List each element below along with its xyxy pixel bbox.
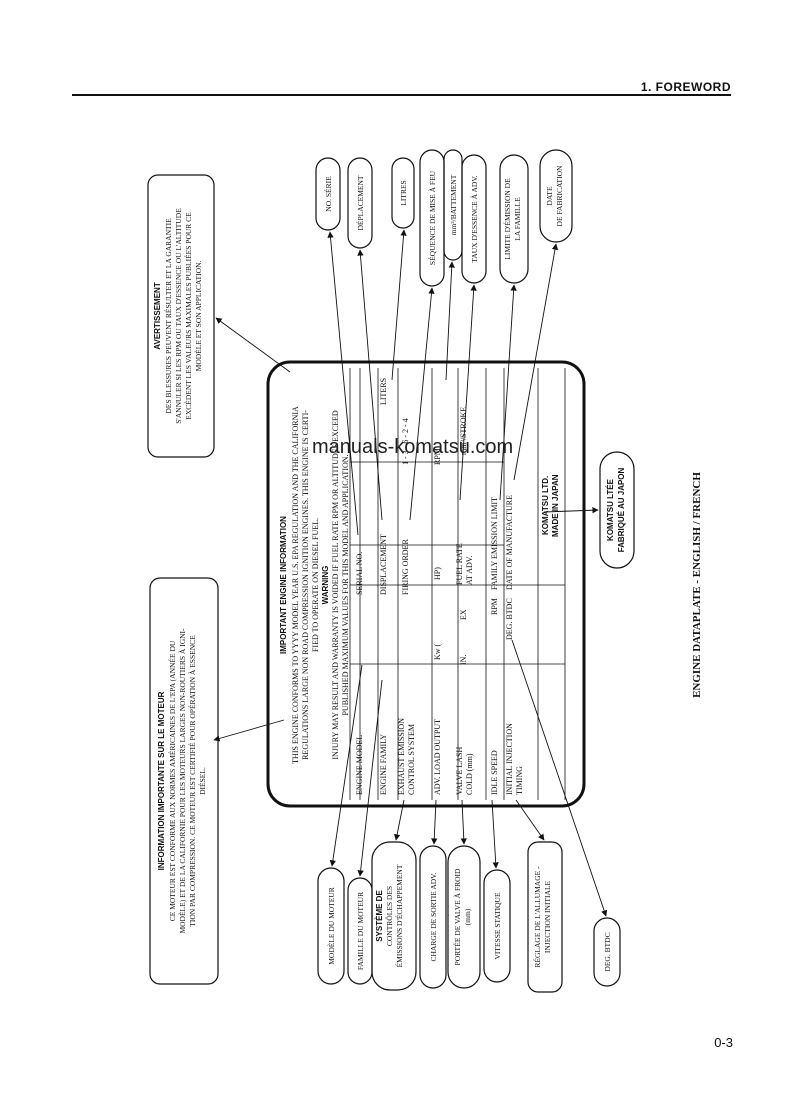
plate-line-3: FIED TO OPERATE ON DIESEL FUEL. [311,518,320,652]
callout-no-serie: NO. SÉRIE [315,157,341,231]
taux-label: TAUX D'ESSENCE À ADV. [469,175,479,262]
plate-firing-order-label: FIRING ORDER [401,539,410,595]
famille-label: FAMILLE DU MOTEUR [356,892,365,970]
callout-taux: TAUX D'ESSENCE À ADV. [461,154,487,284]
plate-engine-model-label: ENGINE MODEL [355,735,364,795]
plate-date-manufacture-label: DATE OF MANUFACTURE [505,495,514,590]
plate-rpm-label: RPM [433,448,442,465]
header-rule [72,94,731,96]
limite-line-1: LIMITE D'ÉMISSION DE [502,178,512,260]
info-line-2: MODÈLE) ET DE LA CALIFORNIE POUR LES MOT… [177,628,187,934]
avert-title: AVERTISSEMENT [153,282,162,350]
plate-brand-line-1: KOMATSU LTD. [541,476,550,535]
date-line-1: DATE [545,186,554,206]
callout-deplacement: DÉPLACEMENT [347,157,373,249]
plate-idle-rpm-label: RPM [490,598,499,615]
plate-stroke-unit-label: mm³/STROKE [459,407,468,455]
dataplate-grid [349,368,566,800]
callout-limite: LIMITE D'ÉMISSION DE LA FAMILLE [499,154,529,284]
callout-portee: PORTÉE DE VALVE À FROID (mm) [447,845,481,989]
avert-line-2: S'ANNULER SI LES RPM OU TAUX D'ESSENCE O… [174,208,183,424]
sequence-label: SÉQUENCE DE MISE À FEU [427,170,437,265]
plate-in-label: IN. [459,655,468,665]
reglage-line-1: RÉGLAGE DE L'ALLUMAGE - [532,866,542,968]
plate-engine-family-label: ENGINE FAMILY [379,734,388,795]
charge-label: CHARGE DE SORTIE ADV. [429,872,438,961]
plate-adv-load-label: ADV. LOAD OUTPUT [433,719,442,795]
callout-course: mm³/BATTEMENT [443,149,463,261]
plate-warning-line-2: PUBLISHED MAXIMUM VALUES FOR THIS MODEL … [341,454,350,715]
callout-avertissement: AVERTISSEMENT DES BLESSURES PEUVENT RÉSU… [147,174,215,458]
figure-caption: ENGINE DATAPLATE - ENGLISH / FRENCH [691,472,703,698]
plate-title: IMPORTANT ENGINE INFORMATION [279,516,288,654]
plate-line-1: THIS ENGINE CONFORMS TO YYYY MODEL YEAR … [291,406,300,764]
date-line-2: DE FABRICATION [555,165,564,226]
reglage-line-2: INJECTION INITIALE [543,880,552,953]
avert-line-1: DES BLESSURES PEUVENT RÉSULTER ET LA GAR… [163,218,173,414]
portee-line-2: (mm) [463,908,472,925]
vitesse-label: VITESSE STATIQUE [493,892,502,960]
plate-ex-label: EX [459,609,468,620]
komatsu-line-2: FABRIQUÉ AU JAPON [617,467,626,552]
page-section-title: 1. FOREWORD [640,80,731,94]
plate-valve-lash-label-2: COLD (mm) [465,753,474,795]
plate-firing-order-value: 1 - 3 - 6 - 2 - 4 [401,418,410,465]
plate-family-emission-label: FAMILY EMISSION LIMIT [490,497,499,590]
plate-idle-speed-label: IDLE SPEED [490,750,499,795]
plate-injection-label-2: TIMING [515,766,524,795]
callout-charge: CHARGE DE SORTIE ADV. [419,845,447,989]
plate-displacement-label: DISPLACEMENT [379,534,388,595]
callout-information: INFORMATION IMPORTANTE SUR LE MOTEUR CE … [149,577,219,985]
deplacement-label: DÉPLACEMENT [355,175,365,230]
portee-line-1: PORTÉE DE VALVE À FROID [452,868,462,966]
avert-line-3: EXCÈDENT LES VALEURS MAXIMALES PUBLIÉES … [183,212,193,420]
plate-serial-label: SERIAL NO. [355,552,364,595]
plate-line-2: REGULATIONS LARGE NON ROAD COMPRESSION I… [301,410,310,760]
page-number: 0-3 [714,1035,733,1050]
callout-systeme: SYSTÈME DE CONTRÔLES DES ÉMISSIONS D'ÉCH… [371,841,417,991]
callout-famille: FAMILLE DU MOTEUR [347,877,373,985]
info-line-1: CE MOTEUR EST CONFORME AUX NORMES AMÉRIC… [167,640,177,921]
limite-line-2: LA FAMILLE [513,197,522,241]
plate-exhaust-label-1: EXHAUST EMISSION [397,718,406,795]
plate-exhaust-label-2: CONTROL SYSTEM [407,724,416,795]
callout-sequence: SÉQUENCE DE MISE À FEU [419,149,445,287]
avert-line-4: MODÈLE ET SON APPLICATION. [193,261,203,372]
plate-hp-label: HP) [433,567,442,580]
callout-reglage: RÉGLAGE DE L'ALLUMAGE - INJECTION INITIA… [527,841,563,993]
litres-label: LITRES [399,180,408,205]
callout-modele: MODÈLE DU MOTEUR [317,867,345,985]
info-title: INFORMATION IMPORTANTE SUR LE MOTEUR [157,691,166,870]
plate-brand-line-2: MADE IN JAPAN [551,474,560,537]
modele-label: MODÈLE DU MOTEUR [326,887,336,965]
plate-valve-lash-label-1: VALVE LASH [455,747,464,795]
watermark: manuals-komatsu.com [312,436,514,458]
komatsu-line-1: KOMATSU LTÉE [606,478,615,541]
plate-fuel-rate-label-1: FUEL RATE [455,543,464,585]
systeme-line-3: ÉMISSIONS D'ÉCHAPPEMENT [394,864,404,967]
deg-label: DEG. BTDC [603,932,612,971]
plate-kw-label: Kw ( [433,643,442,660]
info-line-4: DIÉSEL. [197,767,207,795]
callout-litres: LITRES [391,157,415,229]
engine-dataplate: IMPORTANT ENGINE INFORMATION THIS ENGINE… [266,360,586,808]
plate-injection-label-1: INITIAL INJECTION [505,723,514,795]
callout-vitesse: VITESSE STATIQUE [483,869,511,983]
info-line-3: TION PAR COMPRESSION. CE MOTEUR EST CERT… [187,635,197,927]
course-label: mm³/BATTEMENT [449,174,458,235]
callout-date: DATE DE FABRICATION [539,149,573,243]
systeme-line-2: CONTRÔLES DES [384,886,394,946]
no-serie-label: NO. SÉRIE [323,176,333,212]
plate-fuel-rate-label-2: AT ADV. [465,556,474,586]
plate-warning-title: WARNING [321,566,330,605]
plate-warning-line-1: INJURY MAY RESULT AND WARRANTY IS VOIDED… [331,410,340,760]
leader-lines [213,229,608,917]
plate-deg-btdc-label: DEG. BTDC [505,598,514,640]
callout-komatsu: KOMATSU LTÉE FABRIQUÉ AU JAPON [599,451,635,569]
callout-deg: DEG. BTDC [593,917,621,987]
systeme-line-1: SYSTÈME DE [375,890,384,942]
plate-liters-label: LITERS [379,378,388,405]
